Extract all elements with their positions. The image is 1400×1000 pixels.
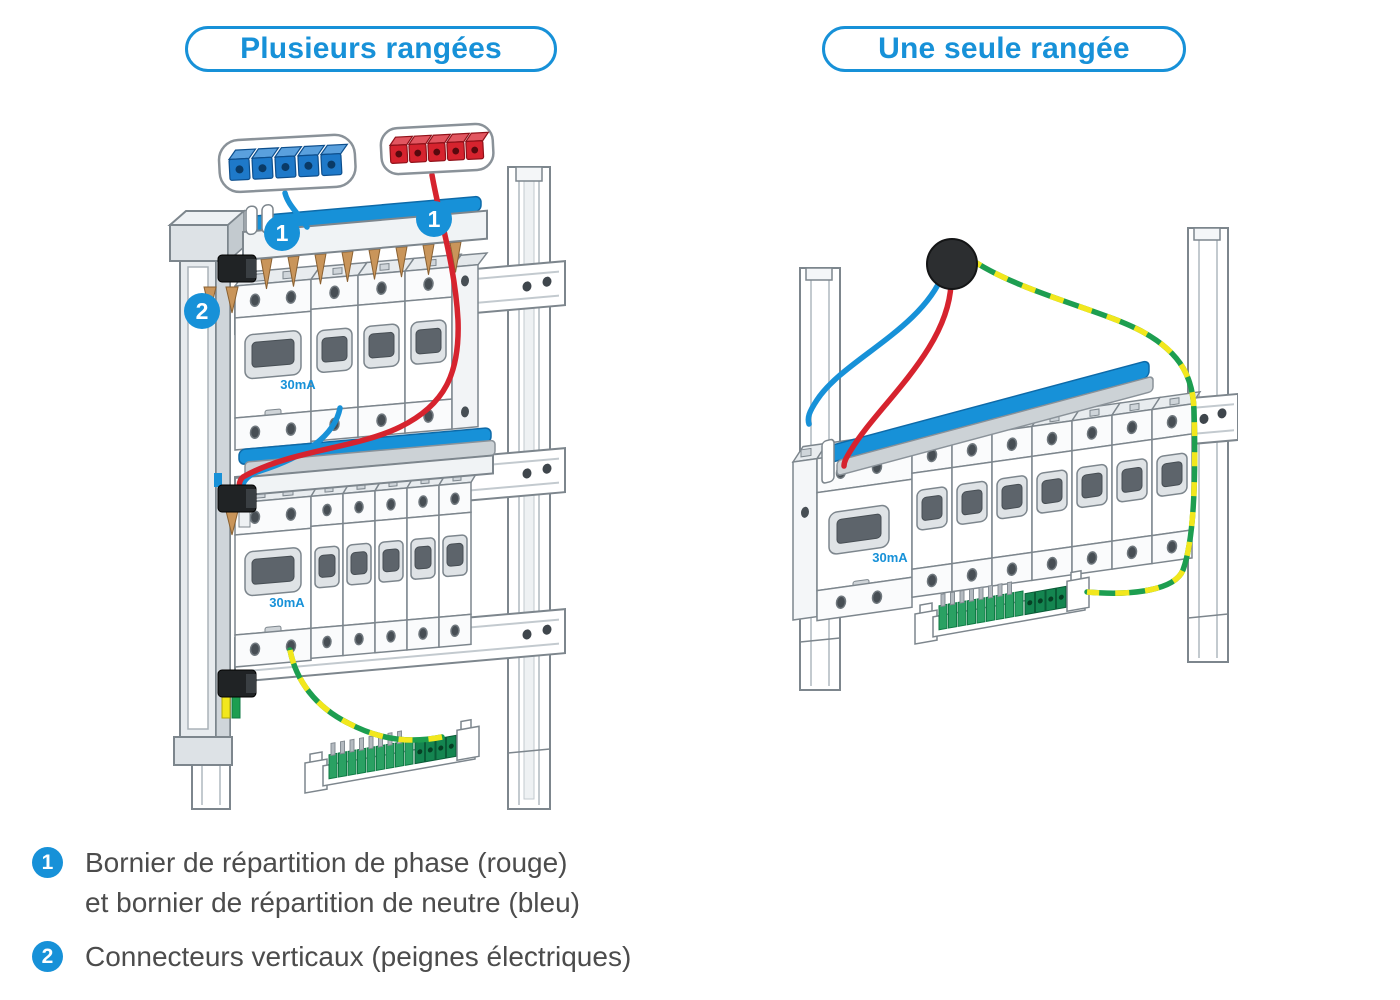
connector-cube-icon xyxy=(227,148,257,181)
badge-vertical-comb: 2 xyxy=(184,293,220,329)
breaker-row xyxy=(791,391,1201,622)
comb-tooth-icon xyxy=(260,257,273,290)
legend-badge-1: 1 xyxy=(32,847,63,878)
phase-feed-wire xyxy=(236,172,461,498)
phase-wire xyxy=(841,281,954,469)
multiple-rows-diagram: 1 1 2 30mA 30mA xyxy=(167,122,566,810)
title-multiple-rows: Plusieurs rangées xyxy=(185,26,557,72)
breaker-row-2 xyxy=(234,469,479,668)
title-single-row: Une seule rangée xyxy=(822,26,1186,72)
connector-cube-icon xyxy=(388,135,414,164)
neutral-tab-icon xyxy=(214,473,222,487)
breaker-row-1 xyxy=(234,252,489,451)
earth-wire-stripe xyxy=(967,255,1198,596)
neutral-wire xyxy=(805,271,946,427)
neutral-busbar xyxy=(821,360,1154,484)
rcd-rating-label-row1: 30mA xyxy=(280,377,316,392)
legend-item-2: 2 Connecteurs verticaux (peignes électri… xyxy=(32,937,631,977)
legend-badge-2: 2 xyxy=(32,941,63,972)
badge-phase-block: 1 xyxy=(416,201,452,237)
legend-text-2: Connecteurs verticaux (peignes électriqu… xyxy=(85,941,632,972)
svg-text:1: 1 xyxy=(276,220,289,246)
rcd-rating-label-row2: 30mA xyxy=(269,595,305,610)
badge-neutral-busbar: 1 xyxy=(264,215,300,251)
phase-distribution-block xyxy=(379,122,495,176)
cable-gland-icon xyxy=(926,238,978,290)
earth-tab-icon xyxy=(221,696,231,719)
svg-text:2: 2 xyxy=(196,298,209,324)
neutral-distribution-block xyxy=(217,133,357,194)
legend: 1 Bornier de répartition de phase (rouge… xyxy=(32,843,631,991)
rcd-rating-label: 30mA xyxy=(872,550,908,565)
comb-connector-bottom xyxy=(217,669,257,719)
neutral-feed-wire xyxy=(282,190,310,230)
legend-text-1: Bornier de répartition de phase (rouge) … xyxy=(85,847,580,918)
legend-item-1: 1 Bornier de répartition de phase (rouge… xyxy=(32,843,631,923)
single-row-diagram: 30mA xyxy=(791,227,1238,691)
earth-terminal-bar xyxy=(304,716,480,794)
earth-wire-stripe xyxy=(287,649,443,743)
comb-connector-middle xyxy=(214,473,257,536)
earth-tab-icon xyxy=(231,696,241,719)
comb-connector-top xyxy=(203,254,257,314)
svg-text:1: 1 xyxy=(428,206,441,232)
rcd-breaker-icon xyxy=(815,428,924,622)
rcd-breaker-icon xyxy=(234,264,322,451)
